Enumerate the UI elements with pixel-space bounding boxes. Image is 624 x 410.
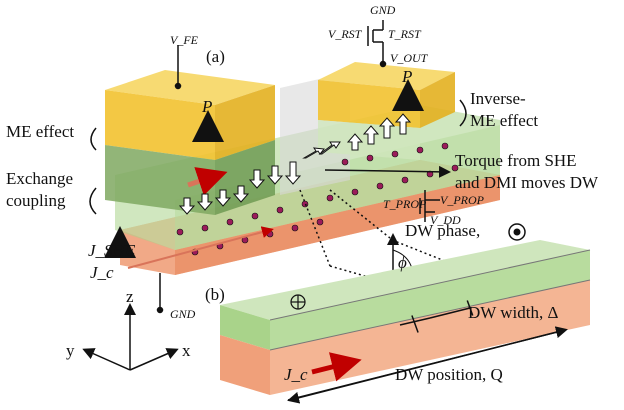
p-right-label: P (401, 67, 412, 86)
jc-arrow-panel-b (311, 352, 362, 382)
vdd-label: V_DD (430, 213, 461, 227)
vrst-label: V_RST (328, 27, 363, 41)
jshe-label: J_SHE (88, 241, 136, 260)
spin-dots (176, 142, 459, 256)
out-of-page-symbol (508, 223, 526, 241)
dw-phase-label: DW phase, (405, 221, 480, 240)
vprop-label: V_PROP (440, 193, 485, 207)
phi-label: ϕ (398, 253, 407, 272)
panel-a-label: (a) (206, 47, 225, 66)
torque-label-1: Torque from SHE (455, 151, 577, 170)
me-effect-label: ME effect (6, 122, 74, 141)
into-page-symbol (290, 294, 306, 310)
wires (89, 20, 467, 314)
panel-b-label: (b) (205, 285, 225, 304)
coordinate-axes (82, 303, 179, 371)
magnetization-arrow (187, 167, 228, 196)
jc-left-label: J_c (90, 263, 114, 282)
vout-label: V_OUT (390, 51, 429, 65)
gnd-bottom-label: GND (170, 307, 196, 321)
dw-width-markers (399, 300, 474, 333)
axis-z-label: z (126, 287, 134, 306)
left-ferroelectric-block (105, 70, 275, 215)
dw-width-label: DW width, Δ (468, 303, 558, 322)
axis-y-label: y (66, 341, 75, 360)
vfe-label: V_FE (170, 33, 199, 47)
torque-label-2: and DMI moves DW (455, 173, 599, 192)
p-left-label: P (201, 97, 212, 116)
exchange-coupling-label-1: Exchange (6, 169, 73, 188)
gnd-top-label: GND (370, 3, 396, 17)
inverse-me-label-2: ME effect (470, 111, 538, 130)
trst-label: T_RST (388, 27, 422, 41)
inverse-me-label-1: Inverse- (470, 89, 526, 108)
exchange-coupling-label-2: coupling (6, 191, 66, 210)
torque-pointer (324, 165, 451, 178)
axis-x-label: x (182, 341, 191, 360)
charge-current-arrow (127, 226, 274, 269)
domain-wall-arrows (178, 113, 412, 215)
jc-right-label: J_c (284, 365, 308, 384)
dw-position-label: DW position, Q (395, 365, 503, 384)
tprop-label: T_PROP (383, 197, 427, 211)
